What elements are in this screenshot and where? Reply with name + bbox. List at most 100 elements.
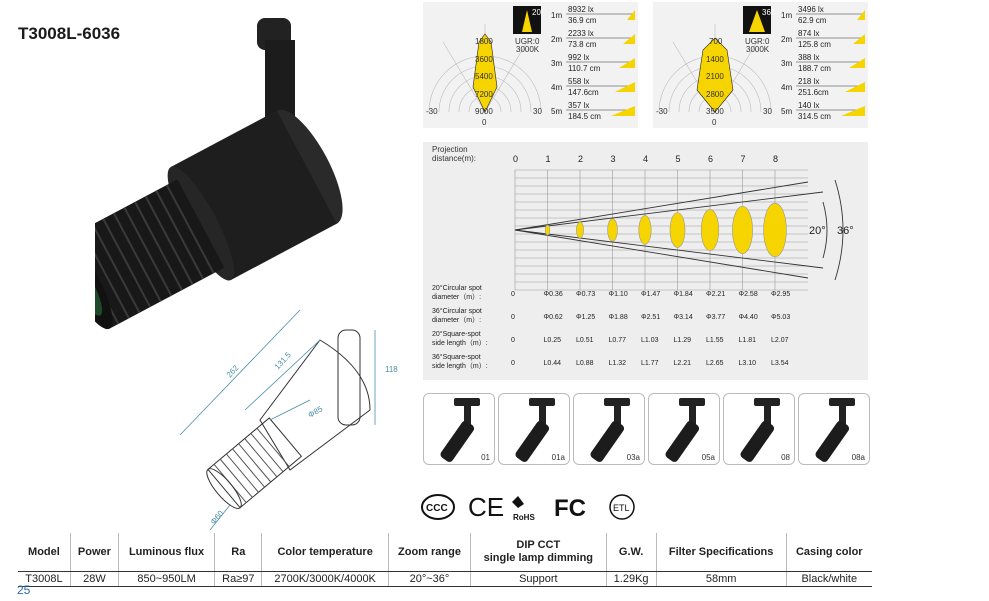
beam-wedge: [841, 106, 865, 116]
projection-value: Φ3.14: [674, 314, 693, 321]
projection-value: L1.29: [674, 337, 692, 344]
polar-row-distance: 3m: [551, 59, 562, 68]
cell-luminous-flux: 850~950LM: [118, 571, 216, 587]
projection-row-label: 36°Circular spot: [432, 307, 482, 315]
projection-value: Φ1.25: [576, 314, 595, 321]
polar-20-left-angle: -30: [426, 107, 438, 116]
polar-20-ring-2: 3600: [475, 55, 493, 64]
projection-value: L0.77: [609, 337, 627, 344]
dimension-drawing: 262 131.5 118 Φ85 Φ60: [179, 309, 398, 531]
spec-table: Model Power Luminous flux Ra Color tempe…: [18, 533, 872, 587]
spotlight-icon: [515, 398, 555, 462]
projection-value: Φ1.84: [674, 291, 693, 298]
mount-variant-thumb: 08: [723, 393, 795, 465]
polar-36-right-angle: 30: [763, 107, 772, 116]
polar-20-bottom: 0: [482, 118, 487, 127]
polar-36-ring-5: 3500: [706, 107, 724, 116]
polar-20-ring-5: 9000: [475, 107, 493, 116]
polar-36-ugr: UGR:0: [745, 37, 770, 46]
distance-label: 2: [578, 154, 583, 164]
projection-value: Φ0.36: [544, 291, 563, 298]
polar-row-lux: 8932 lx: [568, 5, 594, 14]
rohs-mark-icon: RoHS: [512, 496, 535, 522]
polar-row-lux: 992 lx: [568, 53, 589, 62]
spotlight-icon: [590, 398, 630, 462]
polar-36-beam-label: 36°: [762, 8, 774, 17]
polar-row-diameter: 110.7 cm: [568, 64, 601, 73]
projection-value: Φ1.47: [641, 291, 660, 298]
projection-row-label: 36°Square-spot: [432, 353, 481, 361]
etl-mark-icon: ETL: [609, 494, 635, 520]
polar-distribution-36: 36° UGR:0 3000K 700 1400 2100 2800 3500 …: [653, 2, 868, 128]
polar-row-lux: 3496 lx: [798, 5, 824, 14]
spotlight-icon: [815, 398, 855, 462]
beam-wedge: [845, 82, 865, 92]
beam-spot: [607, 218, 618, 242]
header-power: Power: [70, 533, 119, 572]
projection-value: 0: [511, 291, 515, 298]
projection-row-label: diameter（m）:: [432, 316, 481, 324]
dim-body-diameter: Φ85: [307, 404, 325, 420]
product-image: [95, 18, 343, 330]
spotlight-icon: [665, 398, 705, 462]
projection-value: Φ2.95: [771, 291, 790, 298]
projection-row-label: 20°Square-spot: [432, 330, 481, 338]
distance-label: 7: [741, 154, 746, 164]
mount-variant-thumb: 05a: [648, 393, 720, 465]
projection-value: L2.65: [706, 360, 724, 367]
projection-value: 0: [511, 337, 515, 344]
dim-overall-length: 262: [225, 363, 241, 379]
svg-text:CE: CE: [468, 492, 504, 522]
mount-variant-label: 05a: [701, 453, 715, 462]
polar-row-diameter: 184.5 cm: [568, 112, 601, 121]
cell-casing-color: Black/white: [786, 571, 872, 587]
header-gw: G.W.: [606, 533, 657, 572]
polar-row-diameter: 188.7 cm: [798, 64, 831, 73]
header-color-temperature: Color temperature: [261, 533, 389, 572]
projection-row-label: side length（m）:: [432, 362, 488, 370]
polar-row-diameter: 73.8 cm: [568, 40, 597, 49]
mount-variant-label: 08a: [851, 453, 865, 462]
beam-wedge: [615, 82, 635, 92]
projection-value: Φ3.77: [706, 314, 725, 321]
polar-row-diameter: 251.6cm: [798, 88, 829, 97]
polar-distribution-20: 20° UGR:0 3000K 1800 3600 5400 7200 9000…: [423, 2, 638, 128]
distance-label: 1: [546, 154, 551, 164]
svg-text:FC: FC: [554, 495, 586, 522]
polar-36-ring-1: 700: [709, 37, 723, 46]
polar-row-diameter: 36.9 cm: [568, 16, 597, 25]
beam-spot: [763, 202, 787, 258]
mount-variant-label: 01: [481, 453, 490, 462]
distance-label: 3: [611, 154, 616, 164]
projection-value: L1.77: [641, 360, 659, 367]
distance-label: 4: [643, 154, 648, 164]
svg-text:ETL: ETL: [613, 503, 630, 513]
header-model: Model: [18, 533, 71, 572]
polar-20-ugr: UGR:0: [515, 37, 540, 46]
projection-value: L2.07: [771, 337, 789, 344]
mount-variant-label: 03a: [626, 453, 640, 462]
polar-row-distance: 4m: [551, 83, 562, 92]
ccc-mark-icon: CCC: [421, 494, 455, 520]
beam-wedge: [619, 58, 635, 68]
mount-variant-label: 08: [781, 453, 790, 462]
dim-bracket-height: 118: [385, 365, 398, 374]
beam-spot: [638, 215, 652, 245]
polar-20-ring-4: 7200: [475, 90, 493, 99]
polar-36-ring-2: 1400: [706, 55, 724, 64]
projection-value: L3.54: [771, 360, 789, 367]
cell-model: T3008L: [18, 571, 71, 587]
mount-variant-label: 01a: [551, 453, 565, 462]
distance-label: 6: [708, 154, 713, 164]
projection-row-label: 20°Circular spot: [432, 284, 482, 292]
polar-row-lux: 140 lx: [798, 101, 819, 110]
projection-value: L0.25: [544, 337, 562, 344]
projection-value: L3.10: [739, 360, 757, 367]
header-dip-cct-line1: DIP CCT: [516, 539, 561, 551]
polar-row-lux: 558 lx: [568, 77, 589, 86]
projection-row-label: side length（m）:: [432, 339, 488, 347]
projection-value: Φ1.88: [609, 314, 628, 321]
beam-wedge: [623, 34, 635, 44]
